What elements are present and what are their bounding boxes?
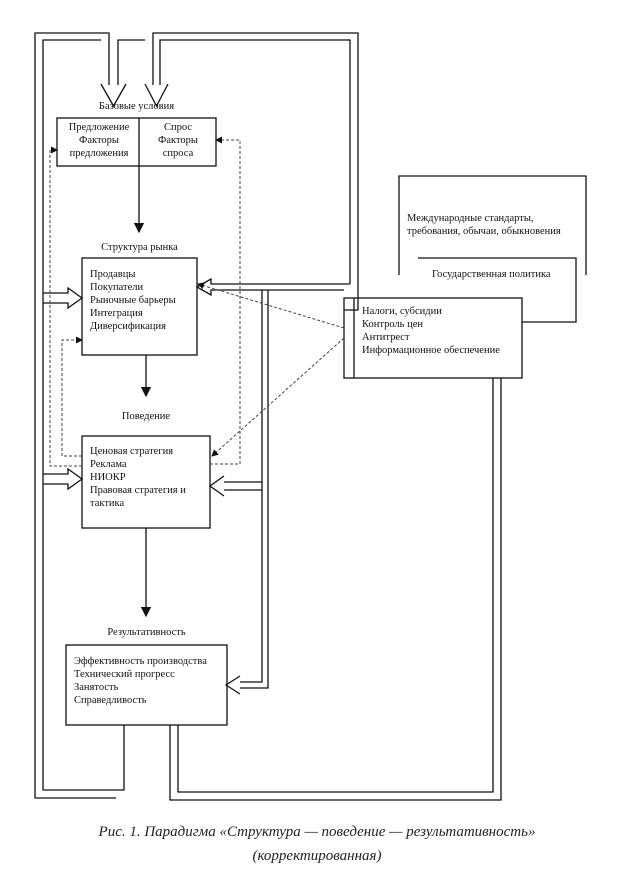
performance-items: Эффективность производства Технический п…	[74, 655, 207, 707]
list-item: Ценовая стратегия	[90, 446, 174, 457]
dashed-gov-to-conduct	[211, 337, 345, 457]
supply-factors-label-2: предложения	[69, 148, 129, 159]
performance-title: Результативность	[107, 627, 186, 638]
arrow-down-left	[100, 83, 127, 108]
list-item: Контроль цен	[362, 319, 423, 330]
list-item: Интеграция	[90, 308, 143, 319]
left-double-arrow-structure	[43, 286, 84, 310]
market-structure-items: Продавцы Покупатели Рыночные барьеры Инт…	[90, 268, 176, 333]
list-item: Покупатели	[90, 282, 144, 293]
list-item: Продавцы	[90, 269, 136, 280]
base-conditions-title: Базовые условия	[98, 101, 175, 112]
list-item: Реклама	[90, 459, 127, 470]
bottom-loop-inner	[177, 378, 494, 793]
list-item: тактика	[90, 498, 125, 509]
list-item: Рыночные барьеры	[90, 295, 176, 306]
supply-block: Предложение Факторы предложения	[58, 121, 140, 160]
dashed-feedback-inner	[61, 336, 83, 457]
figure-caption-line2: (корректированная)	[252, 848, 382, 864]
government-outer-box	[418, 257, 577, 323]
list-item: Антитрест	[362, 332, 410, 343]
government-policy-title: Государственная политика	[432, 269, 551, 280]
outer-loop-outer	[34, 32, 116, 799]
demand-factors-label-2: спроса	[162, 148, 194, 159]
list-item: Технический прогресс	[74, 669, 175, 680]
international-line: требования, обычаи, обыкновения	[407, 226, 561, 237]
conduct-items: Ценовая стратегия Реклама НИОКР Правовая…	[90, 445, 186, 510]
supply-label: Предложение	[68, 122, 130, 133]
dashed-feedback-outer	[49, 146, 82, 467]
demand-block: Спрос Факторы спроса	[140, 121, 216, 160]
demand-factors-label: Факторы	[158, 135, 198, 146]
conduct-title: Поведение	[121, 411, 171, 422]
list-item: Эффективность производства	[74, 656, 207, 667]
gov-double-arrow-structure	[195, 277, 350, 297]
government-items: Налоги, субсидии Контроль цен Антитрест …	[362, 305, 500, 357]
international-box	[398, 175, 587, 275]
figure-caption-line1: Рис. 1. Парадигма «Структура — поведение…	[98, 824, 536, 840]
left-double-arrow-conduct	[43, 467, 84, 491]
dashed-feedback-right	[210, 136, 241, 465]
demand-label: Спрос	[163, 122, 193, 133]
international-line: Международные стандарты,	[407, 213, 534, 224]
list-item: Справедливость	[74, 695, 147, 706]
market-structure-title: Структура рынка	[101, 242, 178, 253]
dashed-gov-to-structure	[197, 282, 345, 329]
arrow-down-right	[144, 83, 169, 108]
bottom-loop-outer	[169, 378, 502, 801]
list-item: Информационное обеспечение	[362, 345, 500, 356]
list-item: Диверсификация	[90, 321, 166, 332]
list-item: Правовая стратегия и	[90, 485, 186, 496]
international-standards-text: Международные стандарты, требования, обы…	[407, 212, 561, 238]
list-item: НИОКР	[90, 472, 126, 483]
supply-factors-label: Факторы	[79, 135, 119, 146]
list-item: Налоги, субсидии	[362, 306, 442, 317]
outer-loop-inner	[42, 39, 125, 791]
list-item: Занятость	[74, 682, 119, 693]
market-structure-box	[81, 257, 198, 356]
